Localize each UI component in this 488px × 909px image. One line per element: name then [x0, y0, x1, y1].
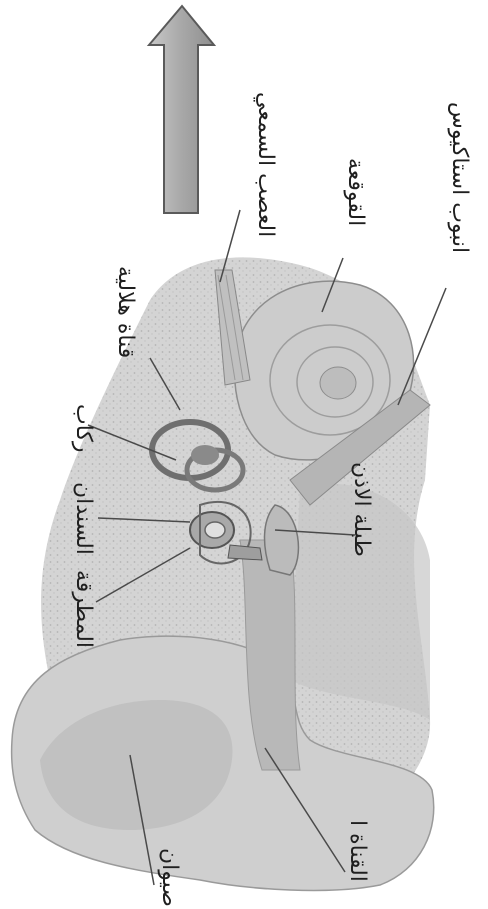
label-anvil: السندان — [72, 482, 94, 555]
label-eustachian-tube: انبوب استاكيوس — [448, 102, 470, 253]
label-auricle: صيوان — [158, 848, 180, 907]
label-semicircular-canal: قناة هلالية — [114, 266, 136, 358]
label-ear-canal: القناة ا — [346, 820, 368, 882]
label-auditory-nerve: العصب السمعي — [254, 92, 276, 237]
label-stirrup: ركاب — [72, 404, 94, 453]
label-hammer: المطرقة — [72, 570, 94, 648]
direction-arrow — [149, 6, 214, 213]
label-cochlea: القوقعة — [344, 158, 366, 226]
label-eardrum: طبلة الاذن — [350, 462, 372, 557]
